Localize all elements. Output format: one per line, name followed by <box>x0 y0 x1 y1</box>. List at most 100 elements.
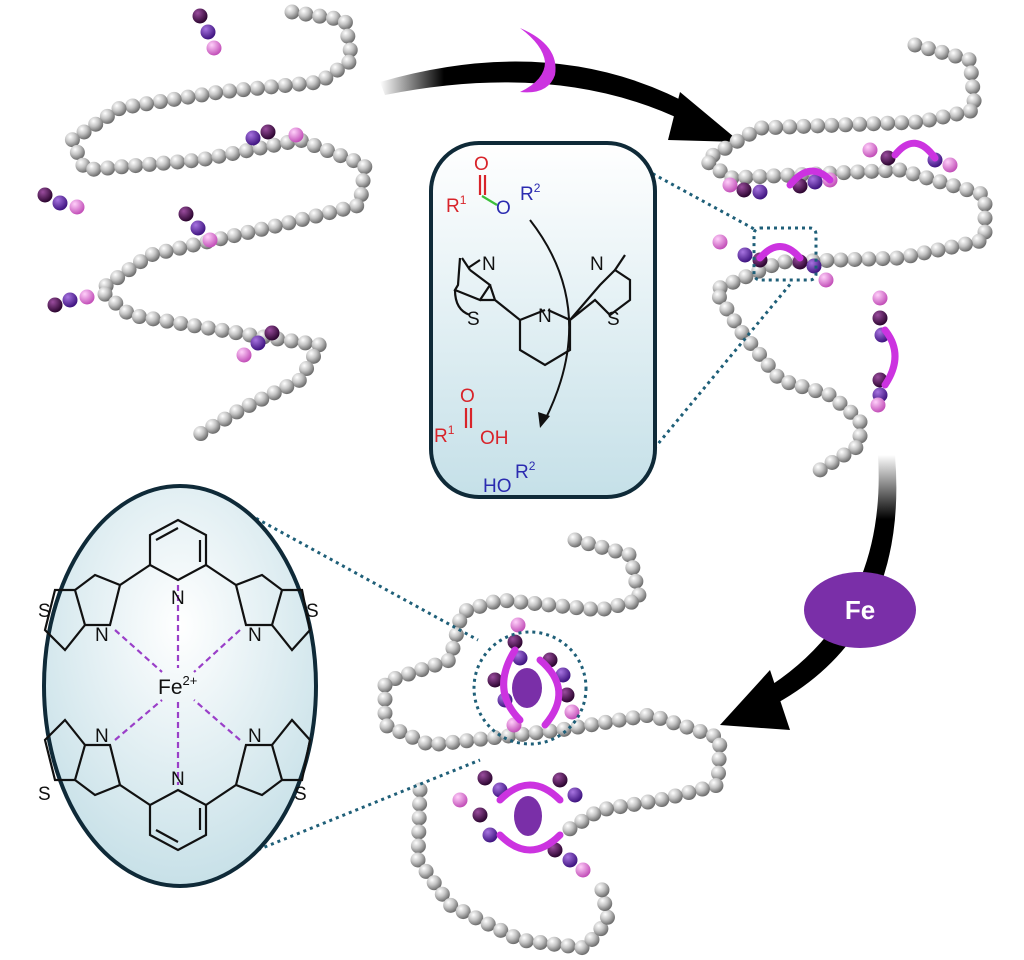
bead <box>100 160 116 176</box>
bead <box>79 289 95 305</box>
ester-r2: R <box>520 184 534 205</box>
bead <box>288 127 304 143</box>
bead <box>427 657 443 673</box>
bead <box>294 211 310 227</box>
bead <box>701 155 717 171</box>
bead <box>440 653 456 669</box>
bead <box>178 206 194 222</box>
bead <box>832 395 848 411</box>
bead <box>142 156 158 172</box>
bead <box>712 234 728 250</box>
bead <box>452 792 468 808</box>
bead <box>977 196 993 212</box>
bead <box>312 8 328 24</box>
bead <box>833 252 849 268</box>
bead <box>353 187 369 203</box>
bead <box>355 173 371 189</box>
bead <box>236 347 252 363</box>
bead <box>555 598 571 614</box>
acid-carbonyl-o: O <box>460 386 475 407</box>
bead <box>62 292 78 308</box>
binder-arc <box>496 831 564 854</box>
bead <box>392 724 408 740</box>
bead <box>144 246 160 262</box>
bead <box>532 935 548 951</box>
bead <box>567 787 583 803</box>
bead <box>211 148 227 164</box>
bead <box>625 560 641 576</box>
bead <box>228 325 244 341</box>
bead <box>47 297 63 313</box>
bead <box>861 251 877 267</box>
bead <box>623 594 639 610</box>
bead <box>681 785 697 801</box>
bead <box>621 547 637 563</box>
ester-r1: R <box>446 196 460 217</box>
bead <box>166 91 182 107</box>
bead <box>880 115 896 131</box>
bead <box>737 247 753 263</box>
bead <box>326 10 342 26</box>
bead <box>582 601 598 617</box>
bead <box>197 151 213 167</box>
bead <box>156 155 172 171</box>
bead <box>128 158 144 174</box>
bead <box>708 778 724 794</box>
bead <box>342 42 358 58</box>
bead <box>769 368 785 384</box>
bead <box>410 852 426 868</box>
bead <box>738 169 754 185</box>
bead <box>722 177 738 193</box>
bead <box>468 910 484 926</box>
fe-ion <box>512 668 542 708</box>
bead <box>377 705 393 721</box>
bead <box>738 269 754 285</box>
bead <box>866 116 882 132</box>
bead <box>410 838 426 854</box>
bead <box>505 929 521 945</box>
bead <box>349 198 365 214</box>
bead <box>935 109 951 125</box>
bead <box>229 404 245 420</box>
bead <box>245 130 261 146</box>
bead <box>562 821 578 837</box>
bead <box>810 118 826 134</box>
bead <box>584 931 600 947</box>
bead <box>729 133 745 149</box>
bead <box>206 40 222 56</box>
complex-s-top-left: S <box>38 601 51 622</box>
bead <box>86 161 102 177</box>
bead <box>560 938 576 954</box>
bead <box>766 168 782 184</box>
bead <box>254 391 270 407</box>
complex-metal: Fe <box>158 676 183 699</box>
bead <box>308 208 324 224</box>
ligand-n-right: N <box>590 254 604 275</box>
bead <box>264 325 280 341</box>
bead <box>962 103 978 119</box>
bead <box>905 166 921 182</box>
bead <box>852 428 868 444</box>
bead <box>443 897 459 913</box>
bead <box>824 454 840 470</box>
bead <box>332 148 348 164</box>
bead <box>131 309 147 325</box>
bead <box>717 140 733 156</box>
fe-ion <box>514 796 542 836</box>
bead <box>173 315 189 331</box>
bead <box>426 875 442 891</box>
bead <box>226 228 242 244</box>
bead <box>916 245 932 261</box>
ester-ether-o: O <box>496 198 511 219</box>
bead <box>594 539 610 555</box>
bead <box>546 936 562 952</box>
bead <box>200 24 216 40</box>
bead <box>306 138 322 154</box>
svg-text:R2: R2 <box>515 459 536 483</box>
bead <box>190 220 206 236</box>
bead <box>949 106 965 122</box>
bead <box>405 729 421 745</box>
fe-reagent-badge: Fe <box>804 572 916 648</box>
bead <box>125 98 141 114</box>
bead <box>152 94 168 110</box>
